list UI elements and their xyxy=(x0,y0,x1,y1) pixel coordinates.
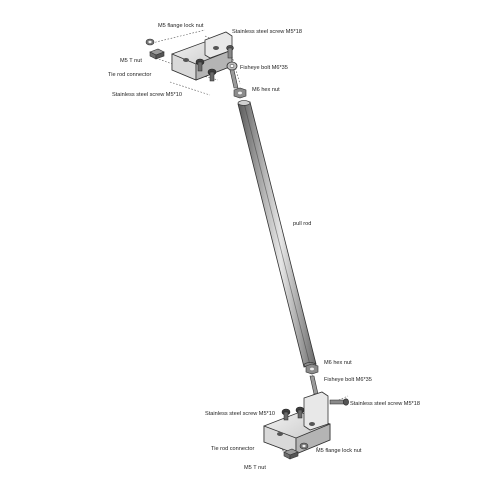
top-t-nut-part xyxy=(149,48,165,60)
label-pull-rod: pull rod xyxy=(293,221,311,227)
top-tie-rod-connector-part xyxy=(171,31,233,81)
bottom-hex-nut-part xyxy=(305,363,319,375)
label-bottom-t-nut: M5 T nut xyxy=(244,465,266,471)
bottom-t-nut-part xyxy=(283,448,299,460)
label-bottom-hex-nut: M6 hex nut xyxy=(324,360,352,366)
bottom-screw-m5x18-part xyxy=(329,398,349,406)
part-labels: M5 flange lock nut Stainless steel screw… xyxy=(108,23,420,471)
label-bottom-fisheye-bolt: Fisheye bolt M6*35 xyxy=(324,377,372,383)
pull-rod-part xyxy=(237,100,317,368)
top-hex-nut-part xyxy=(233,87,247,99)
bottom-flange-lock-nut-part xyxy=(299,442,309,450)
label-top-tie-rod-connector: Tie rod connector xyxy=(108,72,151,78)
label-top-hex-nut: M6 hex nut xyxy=(252,87,280,93)
top-fisheye-bolt-part xyxy=(226,61,239,89)
bottom-tie-rod-connector-part xyxy=(263,391,331,455)
top-screw-m5x18-part xyxy=(226,45,234,59)
label-top-t-nut: M5 T nut xyxy=(120,58,142,64)
label-top-screw-m5x18: Stainless steel screw M5*18 xyxy=(232,29,302,35)
bottom-screws-m5x10-part xyxy=(281,406,305,421)
label-top-screw-m5x10: Stainless steel screw M5*10 xyxy=(112,92,182,98)
label-bottom-tie-rod-connector: Tie rod connector xyxy=(211,446,254,452)
top-screws-m5x10-part xyxy=(195,58,217,82)
label-bottom-screw-m5x10: Stainless steel screw M5*10 xyxy=(205,411,275,417)
label-bottom-flange-lock-nut: M5 flange lock nut xyxy=(316,448,362,454)
label-top-flange-lock-nut: M5 flange lock nut xyxy=(158,23,204,29)
label-bottom-screw-m5x18: Stainless steel screw M5*18 xyxy=(350,401,420,407)
label-top-fisheye-bolt: Fisheye bolt M6*35 xyxy=(240,65,288,71)
top-flange-lock-nut-part xyxy=(145,38,155,46)
